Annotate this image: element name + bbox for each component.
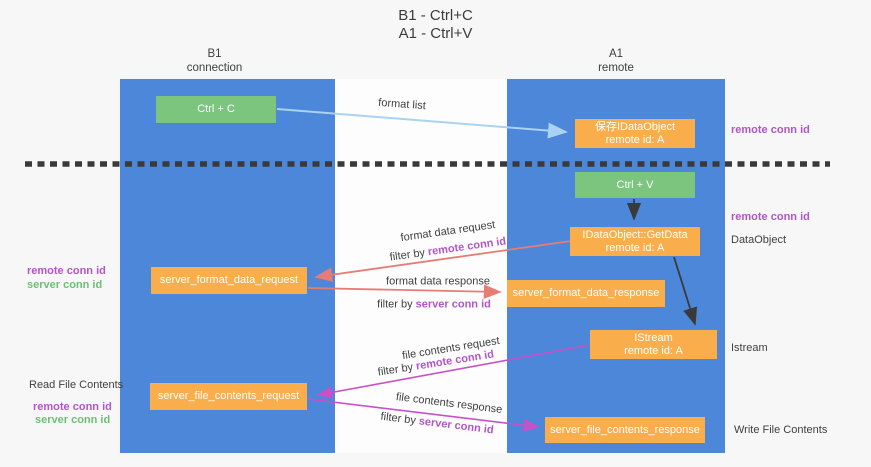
server-conn-id-text: server conn id xyxy=(415,298,491,311)
node-ctrl-v: Ctrl + V xyxy=(575,172,695,198)
node-save-idataobject: 保存IDataObject remote id: A xyxy=(575,119,695,148)
node-server-file-contents-request: server_file_contents_request xyxy=(150,383,307,410)
filter-by-text: filter by xyxy=(377,298,416,311)
left-label-remote-conn-id-1: remote conn id xyxy=(27,265,106,277)
right-label-remote-conn-id-mid: remote conn id xyxy=(731,211,810,223)
left-label-server-conn-id-2: server conn id xyxy=(35,414,111,426)
left-label-read-file-contents: Read File Contents xyxy=(29,379,124,391)
node-istream: IStream remote id: A xyxy=(590,330,717,359)
flow-label-format-data-response: format data response xyxy=(386,275,490,288)
node-istream-line1: IStream xyxy=(634,331,673,344)
lane-header-b1: B1 connection xyxy=(107,48,322,75)
diagram-title-line2: A1 - Ctrl+V xyxy=(398,25,473,42)
right-label-istream: Istream xyxy=(731,342,768,354)
right-label-remote-conn-id-top: remote conn id xyxy=(731,124,810,136)
right-label-dataobject: DataObject xyxy=(731,234,787,246)
node-ctrl-v-label: Ctrl + V xyxy=(616,178,654,191)
node-server-file-contents-response: server_file_contents_response xyxy=(545,417,705,443)
node-save-idataobject-line1: 保存IDataObject xyxy=(594,120,676,133)
flow-label-filter-server-1: filter by server conn id xyxy=(377,299,491,312)
node-server-format-data-request: server_format_data_request xyxy=(151,267,307,294)
node-server-format-data-request-label: server_format_data_request xyxy=(159,274,299,286)
node-server-format-data-response-label: server_format_data_response xyxy=(512,287,660,299)
node-save-idataobject-line2: remote id: A xyxy=(605,133,665,146)
node-server-file-contents-request-label: server_file_contents_request xyxy=(157,390,300,402)
right-label-write-file-contents: Write File Contents xyxy=(734,424,828,436)
left-label-server-conn-id-1: server conn id xyxy=(27,279,103,291)
node-server-file-contents-response-label: server_file_contents_response xyxy=(550,423,700,436)
node-idataobject-getdata: IDataObject::GetData remote id: A xyxy=(570,227,700,256)
node-server-format-data-response: server_format_data_response xyxy=(507,280,665,307)
lane-header-b1-subtitle: connection xyxy=(186,61,243,74)
diagram-title-line1: B1 - Ctrl+C xyxy=(398,7,473,24)
lane-header-a1-title: A1 xyxy=(608,48,624,60)
lane-header-b1-title: B1 xyxy=(207,48,222,60)
node-ctrl-c: Ctrl + C xyxy=(156,96,276,123)
lane-header-a1: A1 remote xyxy=(507,48,725,75)
diagram-title: B1 - Ctrl+C A1 - Ctrl+V xyxy=(0,7,871,43)
node-idataobject-getdata-line1: IDataObject::GetData xyxy=(582,228,688,241)
node-istream-line2: remote id: A xyxy=(624,344,683,357)
left-label-remote-conn-id-2: remote conn id xyxy=(33,401,112,413)
node-idataobject-getdata-line2: remote id: A xyxy=(605,241,665,254)
lane-header-a1-subtitle: remote xyxy=(598,61,634,74)
node-ctrl-c-label: Ctrl + C xyxy=(197,103,235,115)
